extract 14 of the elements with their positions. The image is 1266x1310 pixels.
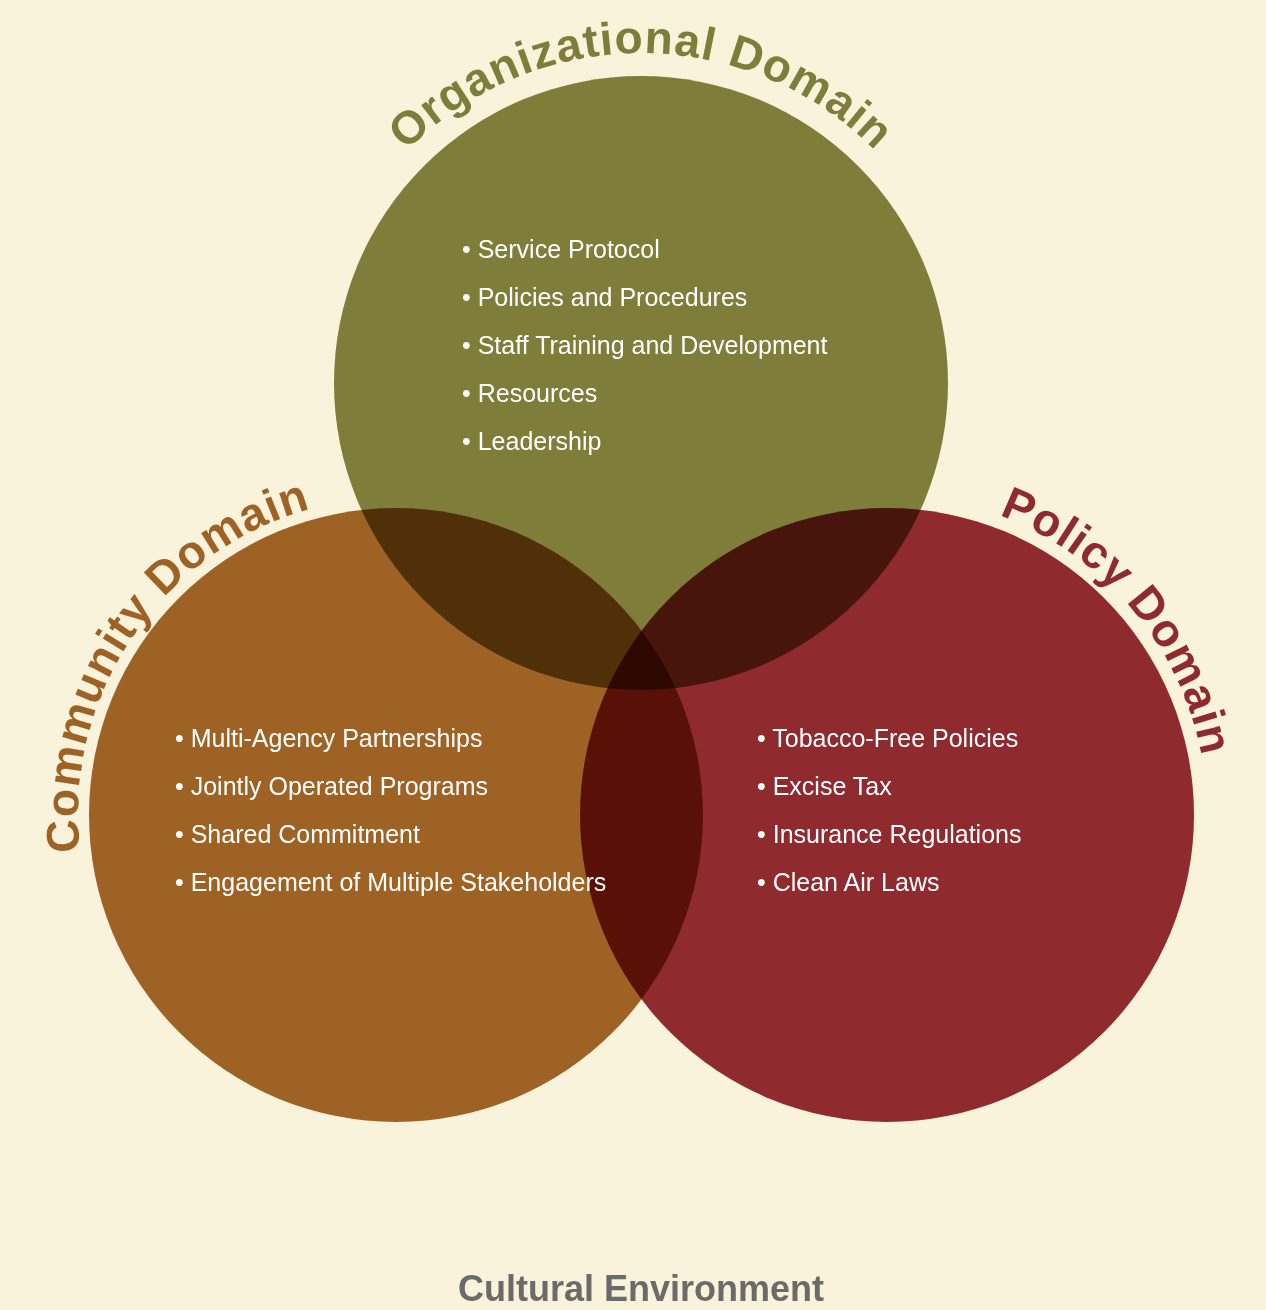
bullet-item: • Multi-Agency Partnerships bbox=[175, 723, 483, 754]
bullet-item: • Excise Tax bbox=[757, 771, 892, 802]
bullet-item: • Resources bbox=[462, 378, 598, 409]
bullet-item: • Clean Air Laws bbox=[757, 867, 940, 898]
bullet-item: • Leadership bbox=[462, 426, 602, 457]
bullet-item: • Service Protocol bbox=[462, 234, 660, 265]
bullet-item: • Policies and Procedures bbox=[462, 282, 748, 313]
bullet-item: • Insurance Regulations bbox=[757, 819, 1022, 850]
bullet-item: • Tobacco-Free Policies bbox=[757, 723, 1019, 754]
bullet-item: • Staff Training and Development bbox=[462, 330, 828, 361]
environment-label: Cultural Environment bbox=[458, 1268, 825, 1310]
bullet-item: • Shared Commitment bbox=[175, 819, 420, 850]
bullet-item: • Engagement of Multiple Stakeholders bbox=[175, 867, 607, 898]
bullet-item: • Jointly Operated Programs bbox=[175, 771, 489, 802]
